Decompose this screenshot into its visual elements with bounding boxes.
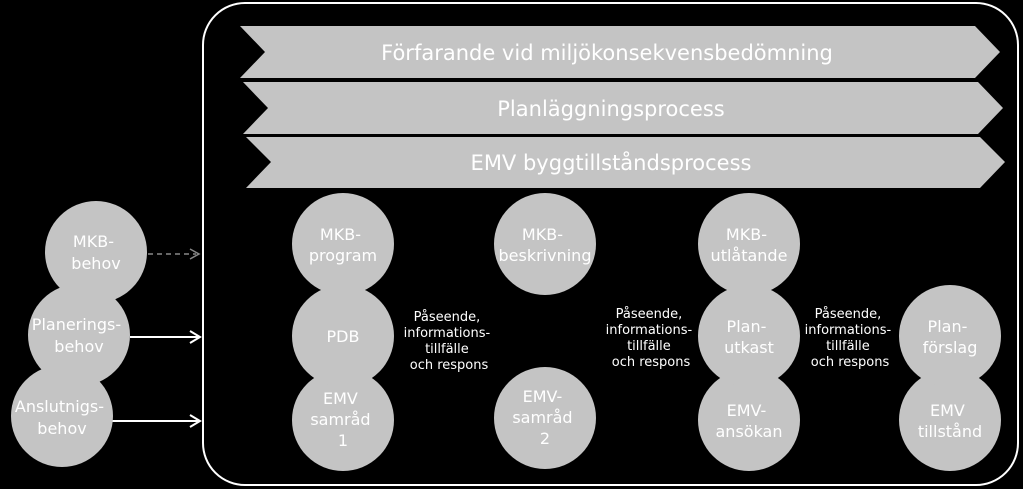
note-review-1-line: Påseende, [414, 310, 481, 325]
banner-planning-process-label: Planläggningsprocess [497, 97, 724, 121]
step-mkb-utlatande: MKB- utlåtande [698, 193, 800, 295]
svg-text:Anslutnigs- behov: Anslutnigs- behov [15, 397, 109, 438]
step-plan-forslag-circle [899, 285, 1001, 387]
step-emv-ansokan-line: EMV- [727, 401, 767, 420]
step-emv-tillstand: EMV tillstånd [899, 369, 1001, 471]
step-mkb-beskrivning: MKB- beskrivning [494, 193, 596, 295]
step-emv-samrad-1-line: EMV [323, 389, 358, 408]
svg-text:MKB- utlåtande: MKB- utlåtande [711, 225, 788, 265]
need-connection-circle [11, 365, 113, 467]
step-mkb-utlatande-line: utlåtande [711, 246, 788, 265]
svg-text:Plan- utkast: Plan- utkast [724, 317, 774, 357]
step-plan-utkast-line: Plan- [727, 317, 767, 336]
step-emv-samrad-1-line: samråd [310, 410, 370, 429]
step-pdb-line: PDB [327, 327, 360, 346]
note-review-3-line: och respons [811, 355, 890, 370]
step-emv-samrad-1-circle [292, 369, 394, 471]
mkb-need-dashed-arrow-head [189, 248, 201, 260]
svg-text:MKB- beskrivning: MKB- beskrivning [499, 225, 592, 265]
step-emv-samrad-2-line: samråd [512, 408, 572, 427]
note-review-3: Påseende, informations- tillfälle och re… [805, 307, 896, 370]
step-emv-tillstand-line: tillstånd [918, 422, 982, 441]
svg-text:EMV samråd 1: EMV samråd 1 [310, 389, 375, 450]
step-emv-tillstand-line: EMV [930, 401, 965, 420]
need-mkb-line: MKB- [73, 232, 114, 251]
need-mkb: MKB- behov [45, 201, 147, 303]
note-review-1-line: informations- [404, 326, 491, 341]
need-connection-line: behov [37, 419, 86, 438]
svg-text:Plan- förslag: Plan- förslag [923, 317, 978, 357]
note-review-1-line: tillfälle [425, 342, 469, 357]
step-emv-samrad-2-circle [494, 367, 596, 469]
svg-text:EMV- samråd 2: EMV- samråd 2 [512, 387, 577, 448]
step-plan-forslag-line: Plan- [928, 317, 968, 336]
svg-text:Planerings- behov: Planerings- behov [32, 315, 126, 356]
need-connection-line: Anslutnigs- [15, 397, 104, 416]
step-mkb-utlatande-circle [698, 193, 800, 295]
step-plan-utkast: Plan- utkast [698, 285, 800, 387]
step-pdb: PDB [292, 285, 394, 387]
step-emv-samrad-2-line: 2 [540, 429, 550, 448]
step-emv-ansokan: EMV- ansökan [698, 369, 800, 471]
need-planning-line: behov [54, 337, 103, 356]
step-mkb-program: MKB- program [292, 193, 394, 295]
process-frame [202, 2, 1019, 486]
step-emv-samrad-2-line: EMV- [523, 387, 563, 406]
svg-text:EMV tillstånd: EMV tillstånd [918, 401, 982, 441]
step-emv-samrad-2: EMV- samråd 2 [494, 367, 596, 469]
note-review-2-line: tillfälle [627, 339, 671, 354]
note-review-3-line: tillfälle [826, 339, 870, 354]
banner-emv-permit-process-label: EMV byggtillståndsprocess [471, 150, 752, 175]
step-mkb-program-line: MKB- [320, 225, 361, 244]
step-pdb-circle [292, 285, 394, 387]
step-plan-utkast-line: utkast [724, 338, 774, 357]
svg-text:EMV- ansökan: EMV- ansökan [716, 401, 783, 441]
note-review-2-line: Påseende, [616, 307, 683, 322]
step-plan-forslag-line: förslag [923, 338, 978, 357]
note-review-2: Påseende, informations- tillfälle och re… [606, 307, 697, 370]
step-emv-ansokan-line: ansökan [716, 422, 783, 441]
banner-emv-permit-process-shape [246, 137, 1005, 188]
need-planning-circle [28, 284, 130, 386]
note-review-1: Påseende, informations- tillfälle och re… [404, 310, 495, 373]
need-mkb-circle [45, 201, 147, 303]
need-planning: Planerings- behov [28, 284, 130, 386]
note-review-1-line: och respons [410, 358, 489, 373]
step-mkb-program-line: program [309, 246, 377, 265]
need-connection: Anslutnigs- behov [11, 365, 113, 467]
banner-mkb-procedure-shape [240, 26, 1000, 78]
note-review-2-line: informations- [606, 323, 693, 338]
svg-text:MKB- behov: MKB- behov [71, 232, 120, 273]
step-emv-samrad-1-line: 1 [338, 431, 348, 450]
step-plan-forslag: Plan- förslag [899, 285, 1001, 387]
need-mkb-line: behov [71, 254, 120, 273]
step-emv-samrad-1: EMV samråd 1 [292, 369, 394, 471]
step-mkb-program-circle [292, 193, 394, 295]
note-review-2-line: och respons [612, 355, 691, 370]
planning-need-arrow-head [189, 330, 202, 344]
connection-need-arrow-head [189, 414, 202, 428]
need-planning-line: Planerings- [32, 315, 121, 334]
step-mkb-beskrivning-line: beskrivning [499, 246, 592, 265]
step-mkb-beskrivning-circle [494, 193, 596, 295]
banner-mkb-procedure-label: Förfarande vid miljökonsekvensbedömning [381, 41, 833, 65]
note-review-3-line: informations- [805, 323, 892, 338]
step-plan-utkast-circle [698, 285, 800, 387]
svg-text:MKB- program: MKB- program [309, 225, 377, 265]
step-mkb-utlatande-line: MKB- [726, 225, 767, 244]
step-emv-ansokan-circle [698, 369, 800, 471]
note-review-3-line: Påseende, [815, 307, 882, 322]
step-emv-tillstand-circle [899, 369, 1001, 471]
step-mkb-beskrivning-line: MKB- [522, 225, 563, 244]
banner-planning-process-shape [243, 82, 1003, 134]
